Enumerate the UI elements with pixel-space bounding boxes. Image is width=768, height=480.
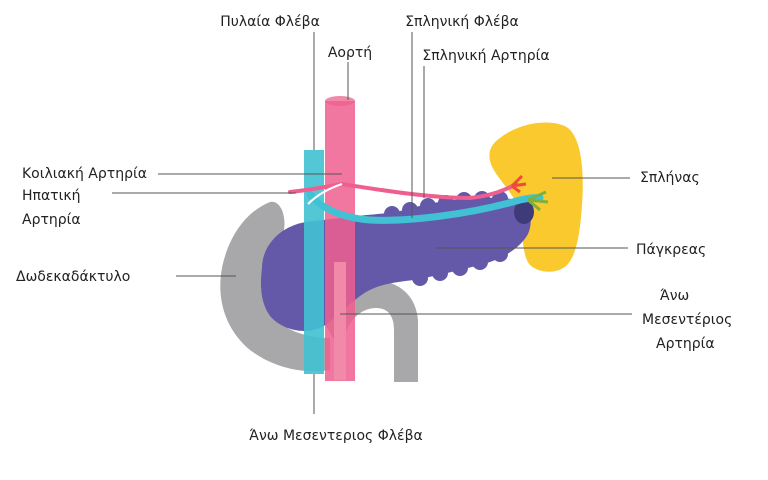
- splenic-vein-branch: [527, 190, 547, 202]
- label-spleen: Σπλήνας: [640, 170, 700, 186]
- label-sma-2: Μεσεντέριος: [642, 312, 732, 328]
- label-duodenum: Δωδεκαδάκτυλο: [16, 269, 130, 285]
- pancreas-tail: [514, 200, 534, 224]
- pancreas-lobule: [492, 246, 508, 262]
- pancreas-lobule: [472, 254, 488, 270]
- label-hepatic-artery-2: Αρτηρία: [22, 212, 81, 228]
- splenic-artery-branch: [511, 182, 527, 188]
- label-smv: Άνω Μεσεντεριος Φλέβα: [249, 428, 422, 444]
- hepatic-artery: [307, 183, 343, 205]
- label-sma-1: Άνω: [660, 288, 689, 304]
- label-splenic-vein: Σπληνική Φλέβα: [405, 14, 519, 30]
- splenic-artery: [288, 181, 518, 201]
- splenic-artery-branch: [511, 184, 521, 194]
- pancreas-lobule: [432, 265, 448, 281]
- pancreas-lobule: [456, 192, 472, 208]
- label-pancreas: Πάγκρεας: [636, 242, 706, 258]
- pancreas-lobule: [452, 260, 468, 276]
- label-splenic-artery: Σπληνική Αρτηρία: [422, 48, 549, 64]
- pancreas-lobule: [420, 198, 436, 214]
- pancreas-lobule: [412, 270, 428, 286]
- splenic-vein-branch: [527, 198, 541, 212]
- label-portal-vein: Πυλαία Φλέβα: [220, 14, 320, 30]
- pancreas-lobule: [402, 202, 418, 218]
- label-sma-3: Αρτηρία: [656, 336, 715, 352]
- splenic-vein-branch: [527, 198, 549, 204]
- duodenum-shape: [220, 201, 330, 372]
- label-celiac-artery: Κοιλιακή Αρτηρία: [22, 166, 147, 182]
- label-aorta: Αορτή: [328, 45, 372, 61]
- label-hepatic-artery-1: Ηπατική: [22, 188, 80, 204]
- superior-mesenteric-artery: [334, 262, 346, 380]
- superior-mesenteric-vein: [304, 150, 324, 374]
